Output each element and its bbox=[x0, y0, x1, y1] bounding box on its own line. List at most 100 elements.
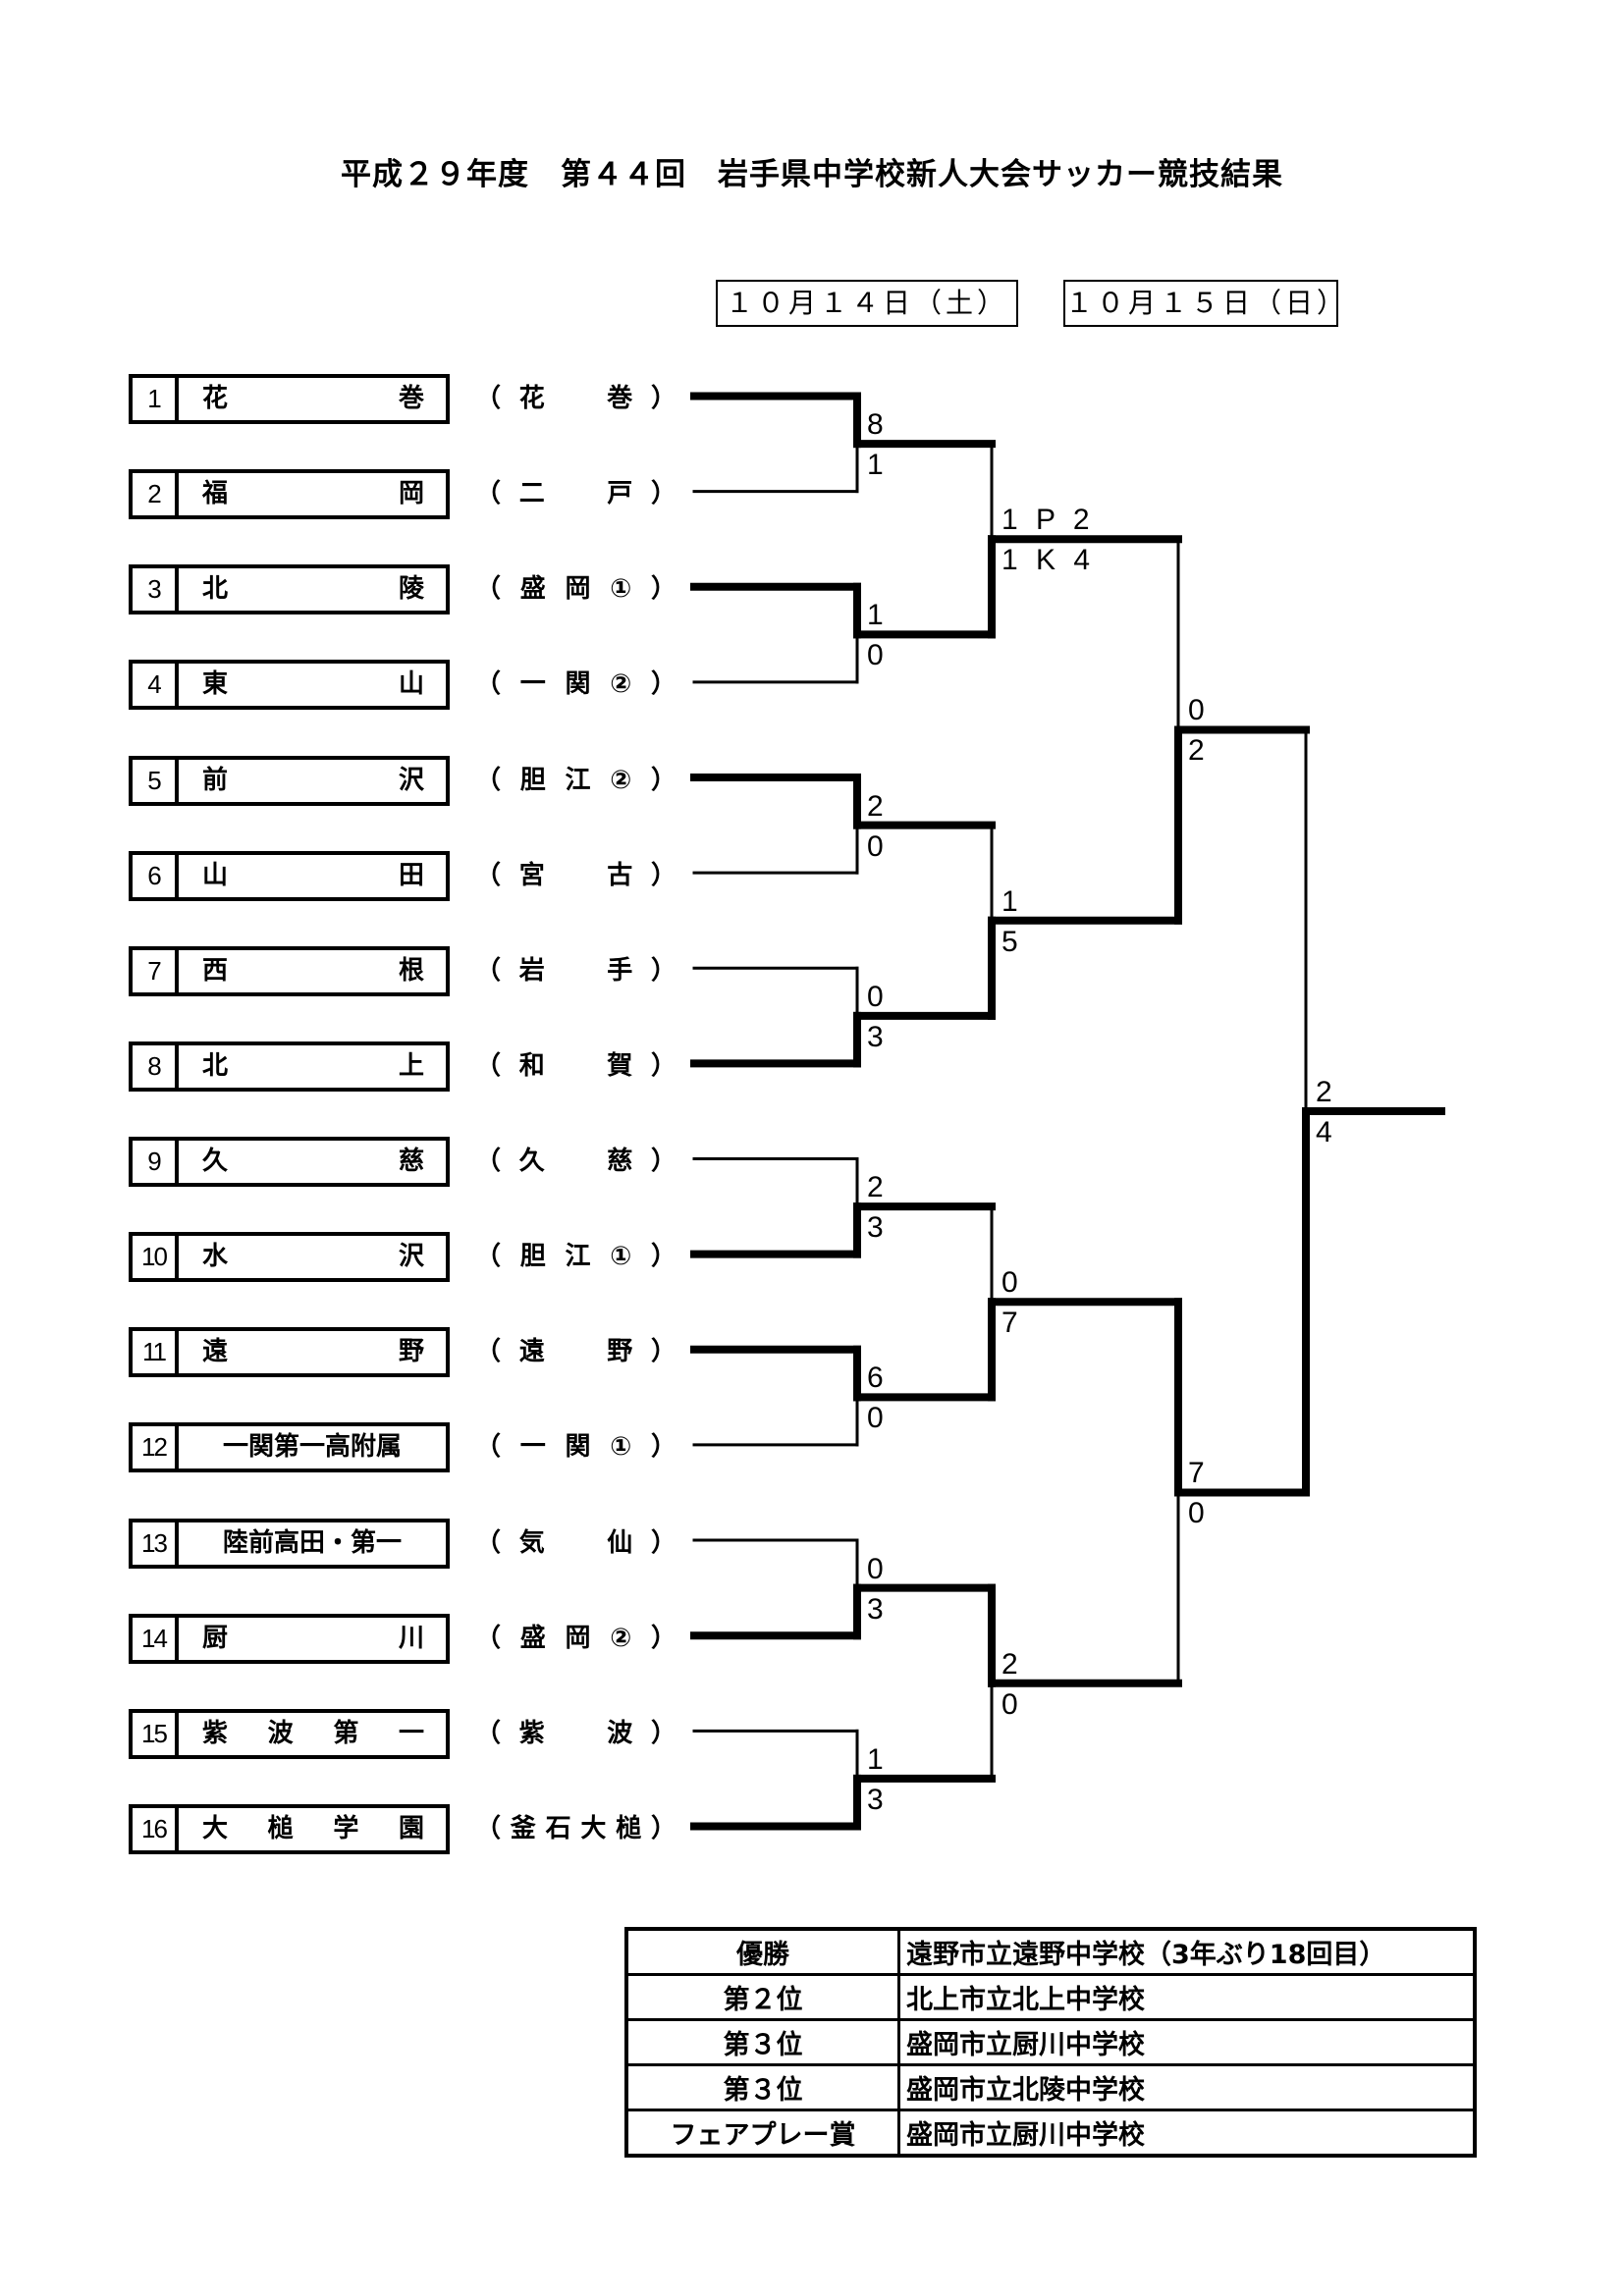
team-region-part: （ bbox=[475, 1623, 502, 1653]
score-top: 2 bbox=[867, 789, 884, 823]
result-place: 第３位 bbox=[624, 2018, 900, 2066]
team-name: 前沢 bbox=[179, 760, 446, 802]
team-region: （宮古） bbox=[475, 851, 677, 900]
team-region: （花巻） bbox=[475, 374, 677, 423]
team-name: 紫波第一 bbox=[179, 1713, 446, 1755]
team-region-part: 紫 bbox=[518, 1718, 545, 1748]
team-name-part: 沢 bbox=[398, 765, 424, 795]
team-region: （遠野） bbox=[475, 1327, 677, 1376]
team-name: 東山 bbox=[179, 664, 446, 706]
team-region-part: （ bbox=[475, 765, 502, 795]
team-name-part: 根 bbox=[398, 955, 424, 986]
team-name: 水沢 bbox=[179, 1236, 446, 1278]
score-top: 1 bbox=[867, 1742, 884, 1776]
score-bottom: 1 K 4 bbox=[1001, 544, 1091, 577]
team-number: 3 bbox=[133, 568, 179, 612]
team-region-part: ） bbox=[650, 384, 677, 413]
team-region-part: （ bbox=[475, 1242, 502, 1272]
team-region-part: 関 bbox=[565, 669, 591, 700]
team-name: 北上 bbox=[179, 1045, 446, 1088]
results-row: 優勝遠野市立遠野中学校（3年ぶり18回目） bbox=[624, 1927, 1477, 1976]
team-name: 厨川 bbox=[179, 1618, 446, 1660]
team-name-part: 紫 bbox=[202, 1718, 229, 1748]
team-region-part: 盛 bbox=[519, 1623, 546, 1653]
team-region-part: ② bbox=[610, 1623, 632, 1653]
team-region-part: 岩 bbox=[518, 955, 545, 986]
team-region-part: （ bbox=[475, 1337, 502, 1367]
score-bottom: 4 bbox=[1316, 1115, 1332, 1148]
team-name-part: 北 bbox=[202, 1050, 229, 1081]
team-region-part: （ bbox=[475, 860, 502, 890]
team-name-part: 北 bbox=[202, 574, 229, 605]
team-name: 花巻 bbox=[179, 378, 446, 420]
score-top: 1 bbox=[867, 599, 884, 632]
team-name: 大槌学園 bbox=[179, 1808, 446, 1850]
result-place: 優勝 bbox=[624, 1927, 900, 1976]
team-name: 遠野 bbox=[179, 1331, 446, 1373]
team-region-part: ） bbox=[650, 1527, 677, 1558]
result-school: 遠野市立遠野中学校（3年ぶり18回目） bbox=[897, 1927, 1477, 1976]
team-region-part: 野 bbox=[607, 1337, 633, 1367]
team-number: 4 bbox=[133, 664, 179, 707]
result-school: 盛岡市立厨川中学校 bbox=[897, 2018, 1477, 2066]
score-top: 7 bbox=[1188, 1457, 1205, 1490]
score-top: 8 bbox=[867, 408, 884, 442]
team-name-part: 波 bbox=[267, 1718, 294, 1748]
score-bottom: 0 bbox=[867, 829, 884, 863]
team-name-part: 岡 bbox=[398, 479, 424, 509]
team-region-part: 波 bbox=[607, 1718, 633, 1748]
score-top: 0 bbox=[1001, 1266, 1018, 1300]
team-name-part: 川 bbox=[398, 1623, 424, 1653]
team-region-part: 久 bbox=[518, 1147, 545, 1177]
team-region-part: 一 bbox=[519, 1432, 546, 1463]
team-number: 12 bbox=[133, 1426, 179, 1469]
team-name-part: 慈 bbox=[398, 1147, 424, 1177]
team-region-part: 関 bbox=[565, 1432, 591, 1463]
team-name-part: 花 bbox=[202, 384, 229, 413]
team-region: （和賀） bbox=[475, 1041, 677, 1091]
team-region-part: 槌 bbox=[616, 1813, 642, 1843]
team-region-part: 巻 bbox=[607, 384, 633, 413]
team-region-part: ） bbox=[650, 1432, 677, 1463]
team-name-part: 第 bbox=[333, 1718, 359, 1748]
team-region-part: 手 bbox=[607, 955, 633, 986]
team-region-part: （ bbox=[475, 574, 502, 605]
team-name-part: 東 bbox=[202, 669, 229, 700]
team-region-part: 岡 bbox=[565, 1623, 591, 1653]
team-region-part: （ bbox=[475, 479, 502, 509]
team-region-part: ） bbox=[650, 1623, 677, 1653]
score-bottom: 2 bbox=[1188, 734, 1205, 768]
team-name-part: 一関第一高附属 bbox=[222, 1432, 402, 1463]
team-name-part: 沢 bbox=[398, 1242, 424, 1272]
team-region: （久慈） bbox=[475, 1137, 677, 1186]
team-name-part: 遠 bbox=[202, 1337, 229, 1367]
results-row: 第２位北上市立北上中学校 bbox=[624, 1973, 1477, 2021]
team-name-part: 学 bbox=[333, 1813, 359, 1843]
team-name: 北陵 bbox=[179, 568, 446, 611]
score-bottom: 3 bbox=[867, 1592, 884, 1626]
team-region-part: （ bbox=[475, 1813, 502, 1843]
team-number: 11 bbox=[133, 1331, 179, 1374]
results-table: 優勝遠野市立遠野中学校（3年ぶり18回目）第２位北上市立北上中学校第３位盛岡市立… bbox=[624, 1927, 1477, 2158]
team-name-part: 山 bbox=[398, 669, 424, 700]
team-number: 9 bbox=[133, 1141, 179, 1184]
team-region-part: （ bbox=[475, 1050, 502, 1081]
team-region-part: 遠 bbox=[518, 1337, 545, 1367]
score-bottom: 3 bbox=[867, 1211, 884, 1245]
team-name-part: 福 bbox=[202, 479, 229, 509]
team-name-part: 田 bbox=[398, 860, 424, 890]
score-top: 0 bbox=[867, 1552, 884, 1585]
